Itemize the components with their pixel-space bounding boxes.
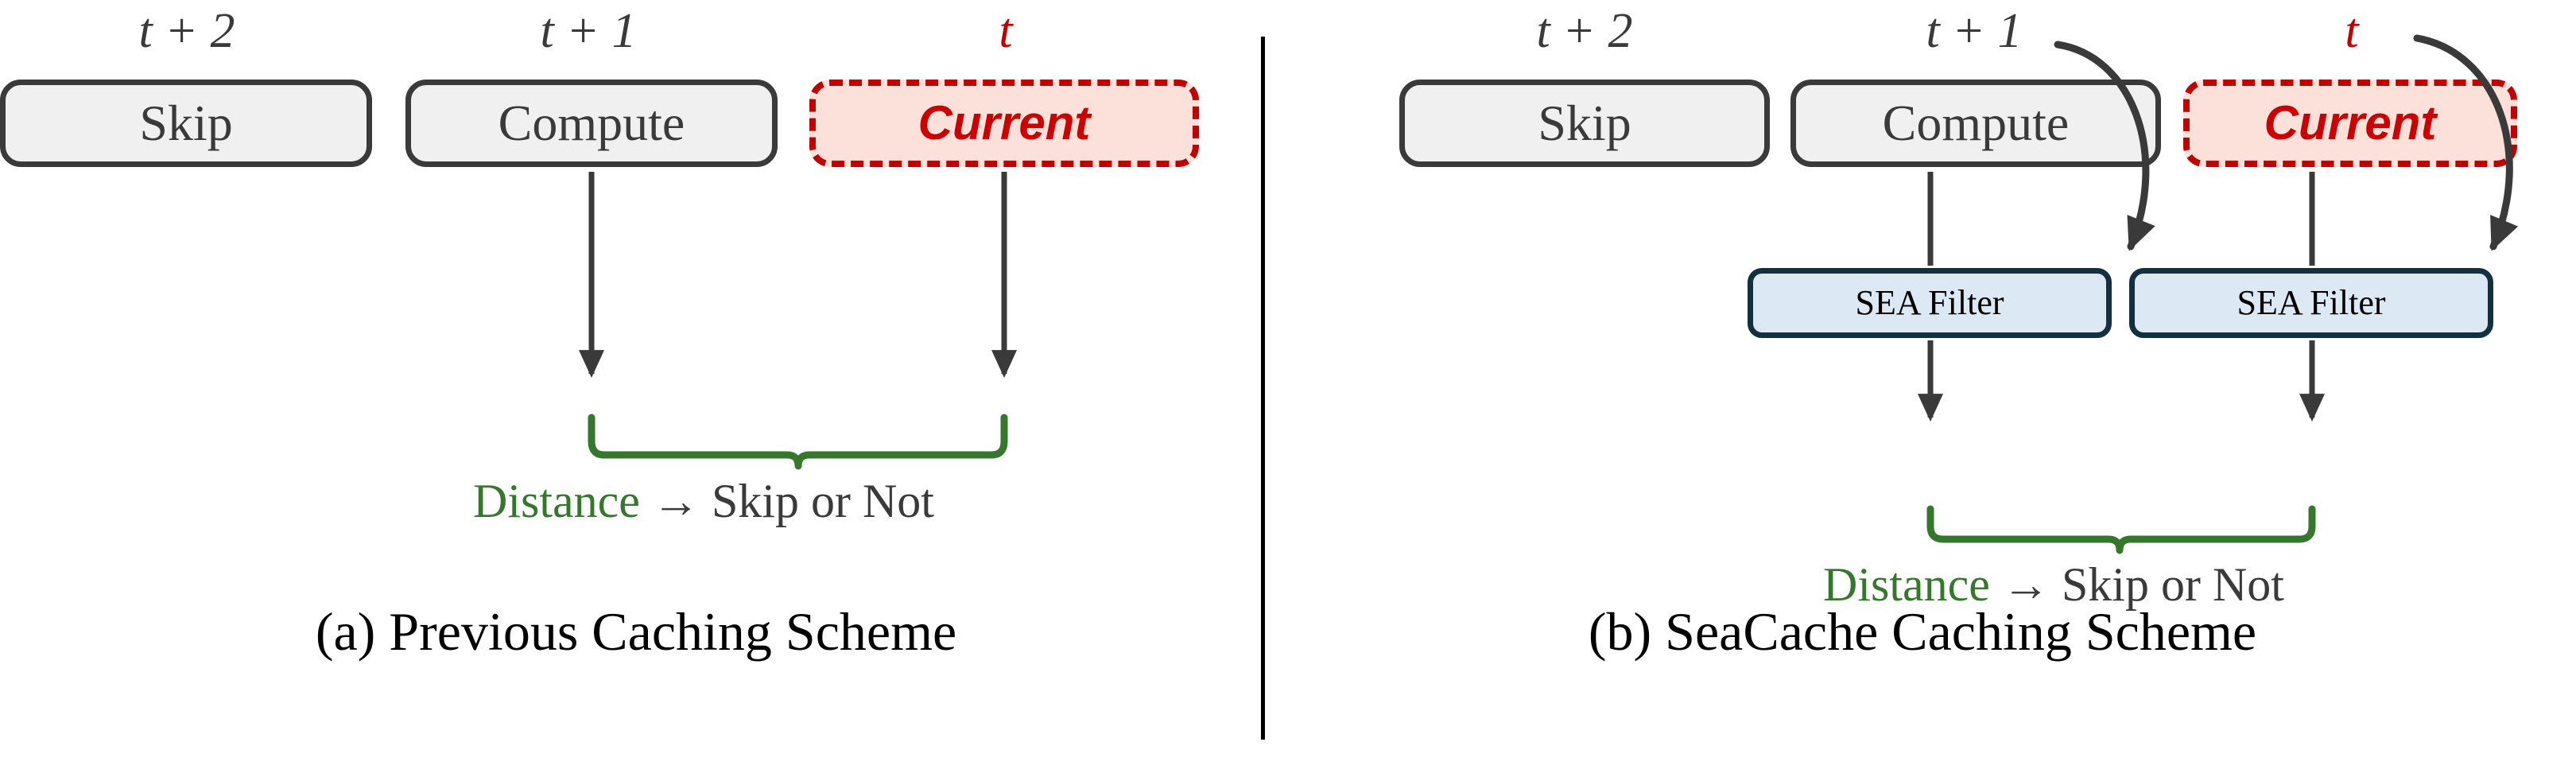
step-box-label: Current <box>918 96 1091 150</box>
distance-outcome-label: Skip or Not <box>2061 558 2284 611</box>
timestep-label-t-plus-2-b: t + 2 <box>1398 6 1771 56</box>
step-box-label: Compute <box>1882 95 2070 151</box>
timestep-label-t-b: t <box>2177 6 2527 56</box>
panel-caption-a: (a) Previous Caching Scheme <box>95 604 1177 659</box>
step-box-current-b[interactable]: Current <box>2183 80 2517 167</box>
panel-caption-b: (b) SeaCache Caching Scheme <box>1342 604 2503 659</box>
step-box-skip-b[interactable]: Skip <box>1399 80 1770 167</box>
brace-distance-a <box>588 414 1008 470</box>
step-box-compute-b[interactable]: Compute <box>1790 80 2161 167</box>
brace-distance-b <box>1926 505 2316 554</box>
timestep-label-t-plus-1-b: t + 1 <box>1787 6 2161 56</box>
step-box-label: Current <box>2264 96 2437 150</box>
step-box-compute-a[interactable]: Compute <box>405 80 778 167</box>
timestep-label-t-a: t <box>803 6 1208 56</box>
step-box-label: Skip <box>1538 95 1631 151</box>
step-box-skip-a[interactable]: Skip <box>0 80 372 167</box>
distance-decision-line-a: Distance → Skip or Not <box>254 477 1153 525</box>
panel-seacache-caching-scheme: t + 2 t + 1 t Skip Compute Current SEA F… <box>1263 0 2576 777</box>
distance-metric-label: Distance <box>473 475 640 527</box>
distance-metric-label: Distance <box>1823 558 1990 611</box>
panel-divider <box>1261 37 1265 740</box>
sea-filter-box-left[interactable]: SEA Filter <box>1748 268 2112 338</box>
distance-decision-line-b: Distance → Skip or Not <box>1604 561 2503 608</box>
timestep-text: t + 1 <box>1926 4 2023 58</box>
step-box-current-a[interactable]: Current <box>809 80 1199 167</box>
sea-filter-box-right[interactable]: SEA Filter <box>2129 268 2493 338</box>
right-arrow-icon: → <box>2001 558 2050 611</box>
panel-caption-text: (a) Previous Caching Scheme <box>315 601 957 662</box>
timestep-text: t + 2 <box>138 4 235 58</box>
right-arrow-icon: → <box>651 475 700 527</box>
timestep-text: t + 2 <box>1536 4 1633 58</box>
timestep-text: t <box>999 4 1013 58</box>
sea-filter-label: SEA Filter <box>2237 283 2386 322</box>
distance-outcome-label: Skip or Not <box>711 475 934 527</box>
step-box-label: Compute <box>498 95 685 151</box>
panel-previous-caching-scheme: t + 2 t + 1 t Skip Compute Current <box>0 0 1263 777</box>
sea-filter-label: SEA Filter <box>1855 283 2004 322</box>
timestep-label-t-plus-1-a: t + 1 <box>398 6 779 56</box>
panel-caption-text: (b) SeaCache Caching Scheme <box>1588 601 2257 662</box>
timestep-label-t-plus-2-a: t + 2 <box>0 6 374 56</box>
timestep-text: t + 1 <box>540 4 637 58</box>
step-box-label: Skip <box>139 95 233 151</box>
timestep-text: t <box>2345 4 2359 58</box>
